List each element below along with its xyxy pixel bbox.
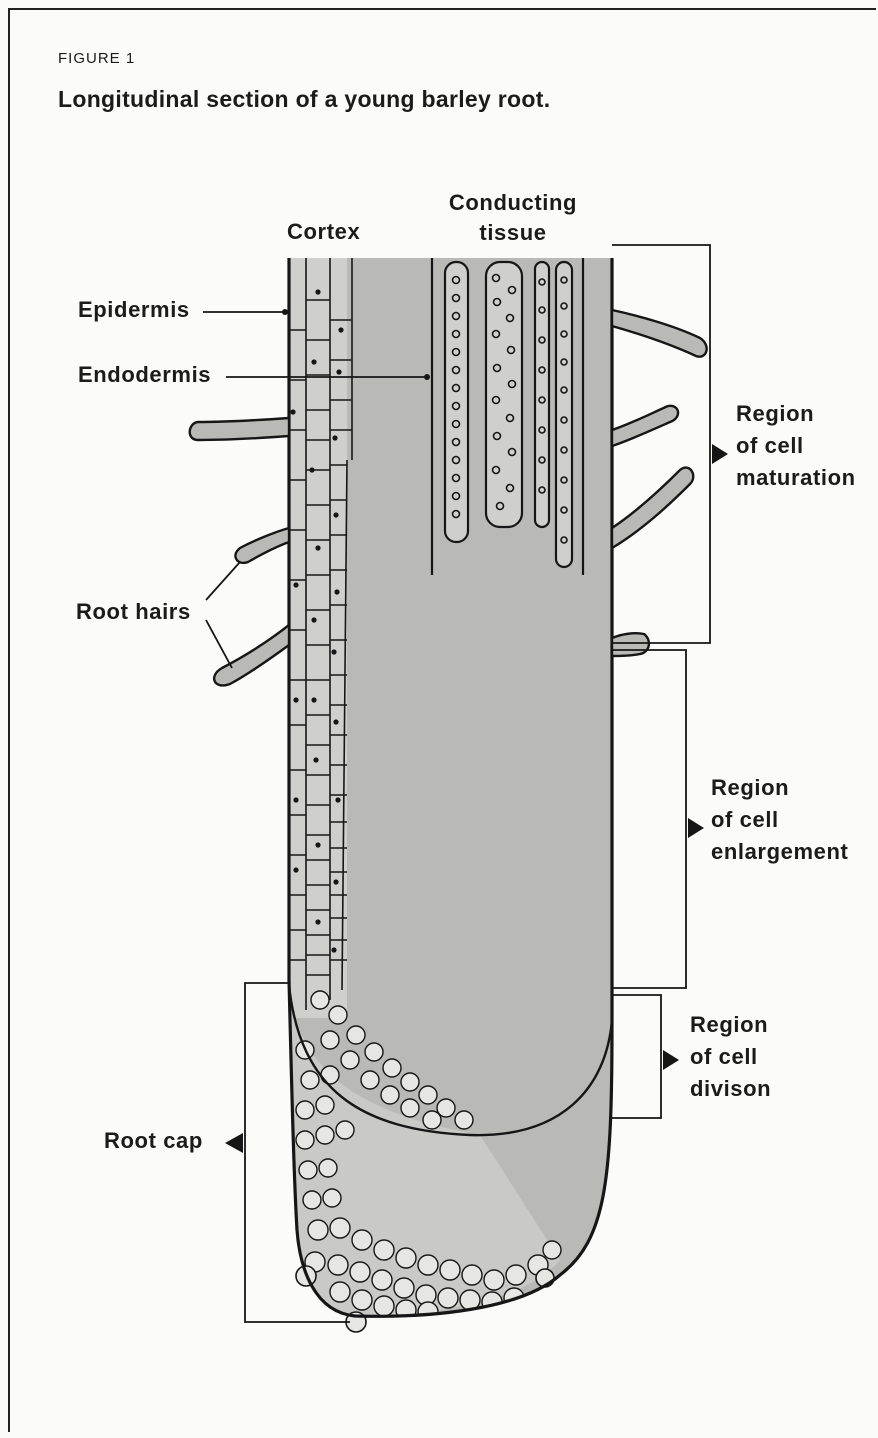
- conducting-line2: tissue: [436, 218, 590, 248]
- maturation-line3: maturation: [736, 462, 856, 494]
- epidermis-marker: [282, 309, 288, 315]
- cortex-cells: [289, 258, 352, 1018]
- epidermis-label: Epidermis: [78, 294, 190, 326]
- division-region-label: Region of cell divison: [690, 1009, 771, 1105]
- division-line3: divison: [690, 1073, 771, 1105]
- enlargement-line1: Region: [711, 772, 848, 804]
- root-hairs-left: [190, 418, 289, 685]
- root-hairs-label: Root hairs: [76, 596, 191, 628]
- division-line1: Region: [690, 1009, 771, 1041]
- cortex-label: Cortex: [287, 216, 360, 248]
- conducting-tissue-label: Conducting tissue: [436, 188, 590, 248]
- endodermis-marker: [424, 374, 430, 380]
- endodermis-label: Endodermis: [78, 359, 211, 391]
- maturation-line1: Region: [736, 398, 856, 430]
- root-hairs-right: [612, 310, 707, 656]
- enlargement-line3: enlargement: [711, 836, 848, 868]
- enlargement-line2: of cell: [711, 804, 848, 836]
- division-line2: of cell: [690, 1041, 771, 1073]
- root-cap-label: Root cap: [104, 1125, 203, 1157]
- conducting-line1: Conducting: [436, 188, 590, 218]
- maturation-region-label: Region of cell maturation: [736, 398, 856, 494]
- maturation-line2: of cell: [736, 430, 856, 462]
- enlargement-region-label: Region of cell enlargement: [711, 772, 848, 868]
